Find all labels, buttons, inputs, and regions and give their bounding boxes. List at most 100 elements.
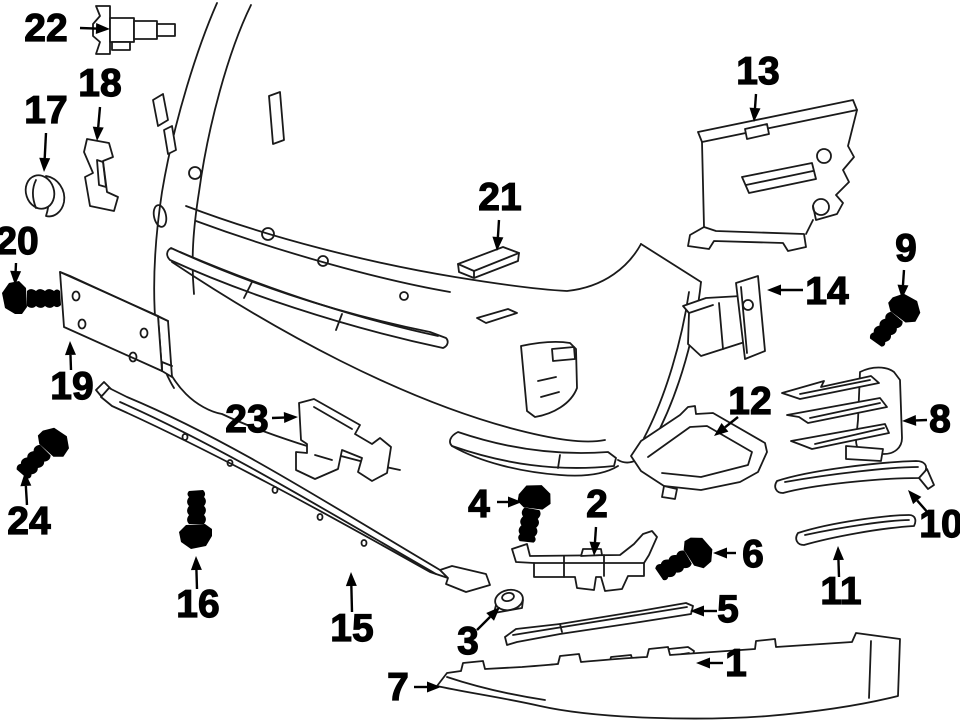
arrowhead	[190, 556, 202, 571]
bumper-grille-inner-line	[179, 251, 439, 337]
callout-21[interactable]: 21	[478, 175, 523, 251]
callout-24[interactable]: 24	[7, 472, 52, 544]
callout-number[interactable]: 23	[225, 397, 270, 441]
arrowhead	[908, 490, 922, 505]
callout-2[interactable]: 2	[586, 482, 609, 556]
arrowhead	[832, 546, 844, 561]
part-21-sensor-cover	[457, 246, 520, 279]
callout-number[interactable]: 22	[24, 6, 69, 50]
part-19-license-bracket	[59, 271, 173, 378]
callout-18[interactable]: 18	[78, 61, 123, 141]
leader-line	[195, 569, 199, 590]
arrowhead	[345, 572, 357, 587]
bumper-fender-edge-inner	[191, 4, 252, 295]
callout-14[interactable]: 14	[767, 269, 850, 314]
callout-13[interactable]: 13	[736, 49, 781, 122]
callout-19[interactable]: 19	[50, 341, 95, 409]
callout-number[interactable]: 4	[468, 482, 491, 526]
arrowhead	[95, 23, 110, 35]
part-4-bolt	[510, 481, 554, 546]
part-8-grille-insert	[781, 366, 903, 462]
callout-number[interactable]: 24	[7, 499, 52, 543]
callout-17[interactable]: 17	[24, 88, 69, 172]
callout-number[interactable]: 14	[805, 269, 850, 313]
part-6-bolt	[650, 531, 719, 590]
part-14-corner-bracket	[682, 275, 766, 360]
part-13-side-support	[687, 99, 858, 252]
callout-number[interactable]: 15	[330, 606, 375, 650]
leader-line	[43, 132, 48, 159]
callout-5[interactable]: 5	[690, 587, 740, 632]
callout-number[interactable]: 6	[742, 532, 765, 576]
callout-number[interactable]: 10	[919, 502, 960, 546]
callout-6[interactable]: 6	[713, 532, 765, 577]
callout-11[interactable]: 11	[820, 546, 862, 614]
part-7-lower-valance	[436, 632, 901, 720]
part-10-trim-strip	[774, 460, 935, 494]
callout-4[interactable]: 4	[468, 482, 522, 527]
callout-10[interactable]: 10	[908, 490, 960, 547]
arrowhead	[749, 107, 761, 122]
callout-number[interactable]: 11	[820, 569, 862, 613]
bumper-bottom-edge	[451, 445, 619, 477]
callout-7[interactable]: 7	[387, 665, 441, 710]
leader-line	[24, 485, 29, 506]
arrowhead	[10, 270, 22, 285]
callout-3[interactable]: 3	[457, 607, 500, 664]
callout-number[interactable]: 19	[50, 364, 95, 408]
bumper-top-edge	[185, 205, 642, 292]
bumper-hole	[188, 166, 202, 180]
callout-number[interactable]: 16	[176, 582, 221, 626]
callout-16[interactable]: 16	[176, 556, 221, 627]
callout-number[interactable]: 20	[0, 219, 39, 263]
callout-8[interactable]: 8	[902, 397, 952, 442]
callout-number[interactable]: 17	[24, 88, 69, 132]
bumper-face-slot	[268, 91, 285, 145]
part-18-side-bracket	[83, 138, 119, 212]
arrowhead	[767, 284, 781, 296]
bumper-sensor-hole	[261, 227, 275, 241]
bumper-emblem-recess	[476, 308, 518, 324]
callout-12[interactable]: 12	[714, 379, 773, 436]
leader-line	[753, 93, 758, 109]
callout-number[interactable]: 18	[78, 61, 123, 105]
bumper-air-dam	[449, 431, 617, 469]
callout-number[interactable]: 5	[717, 587, 740, 631]
part-2-center-support	[511, 530, 658, 592]
part-11-trim-strip	[795, 514, 917, 546]
callout-number[interactable]: 21	[478, 175, 523, 219]
arrowhead	[427, 681, 441, 693]
callout-number[interactable]: 13	[736, 49, 781, 93]
callout-20[interactable]: 20	[0, 219, 39, 285]
arrowhead	[713, 547, 727, 559]
part-20-bolt	[2, 281, 61, 314]
callout-number[interactable]: 2	[586, 482, 609, 526]
callout-9[interactable]: 9	[895, 226, 918, 299]
callout-15[interactable]: 15	[330, 572, 375, 651]
part-17-grommet	[24, 174, 66, 218]
arrowhead	[902, 414, 917, 426]
callout-number[interactable]: 3	[457, 619, 480, 663]
part-9-bolt	[863, 287, 927, 354]
callout-number[interactable]: 8	[929, 397, 952, 441]
callout-23[interactable]: 23	[225, 397, 298, 442]
arrowhead	[283, 412, 298, 424]
callout-number[interactable]: 12	[728, 379, 773, 423]
part-22-impact-sensor	[92, 5, 176, 55]
bumper-fog-detail	[537, 346, 576, 398]
arrowhead	[690, 605, 704, 617]
bumper-hole	[399, 291, 409, 301]
arrowhead	[39, 157, 51, 172]
arrowhead	[696, 657, 710, 669]
part-12-lamp-cover	[630, 405, 768, 500]
callout-number[interactable]: 1	[725, 641, 748, 685]
callout-1[interactable]: 1	[696, 641, 748, 686]
callout-22[interactable]: 22	[24, 6, 110, 51]
part-23-center-bracket	[295, 398, 392, 482]
leader-line	[69, 354, 73, 371]
callout-number[interactable]: 9	[895, 226, 918, 270]
callout-number[interactable]: 7	[387, 665, 410, 709]
